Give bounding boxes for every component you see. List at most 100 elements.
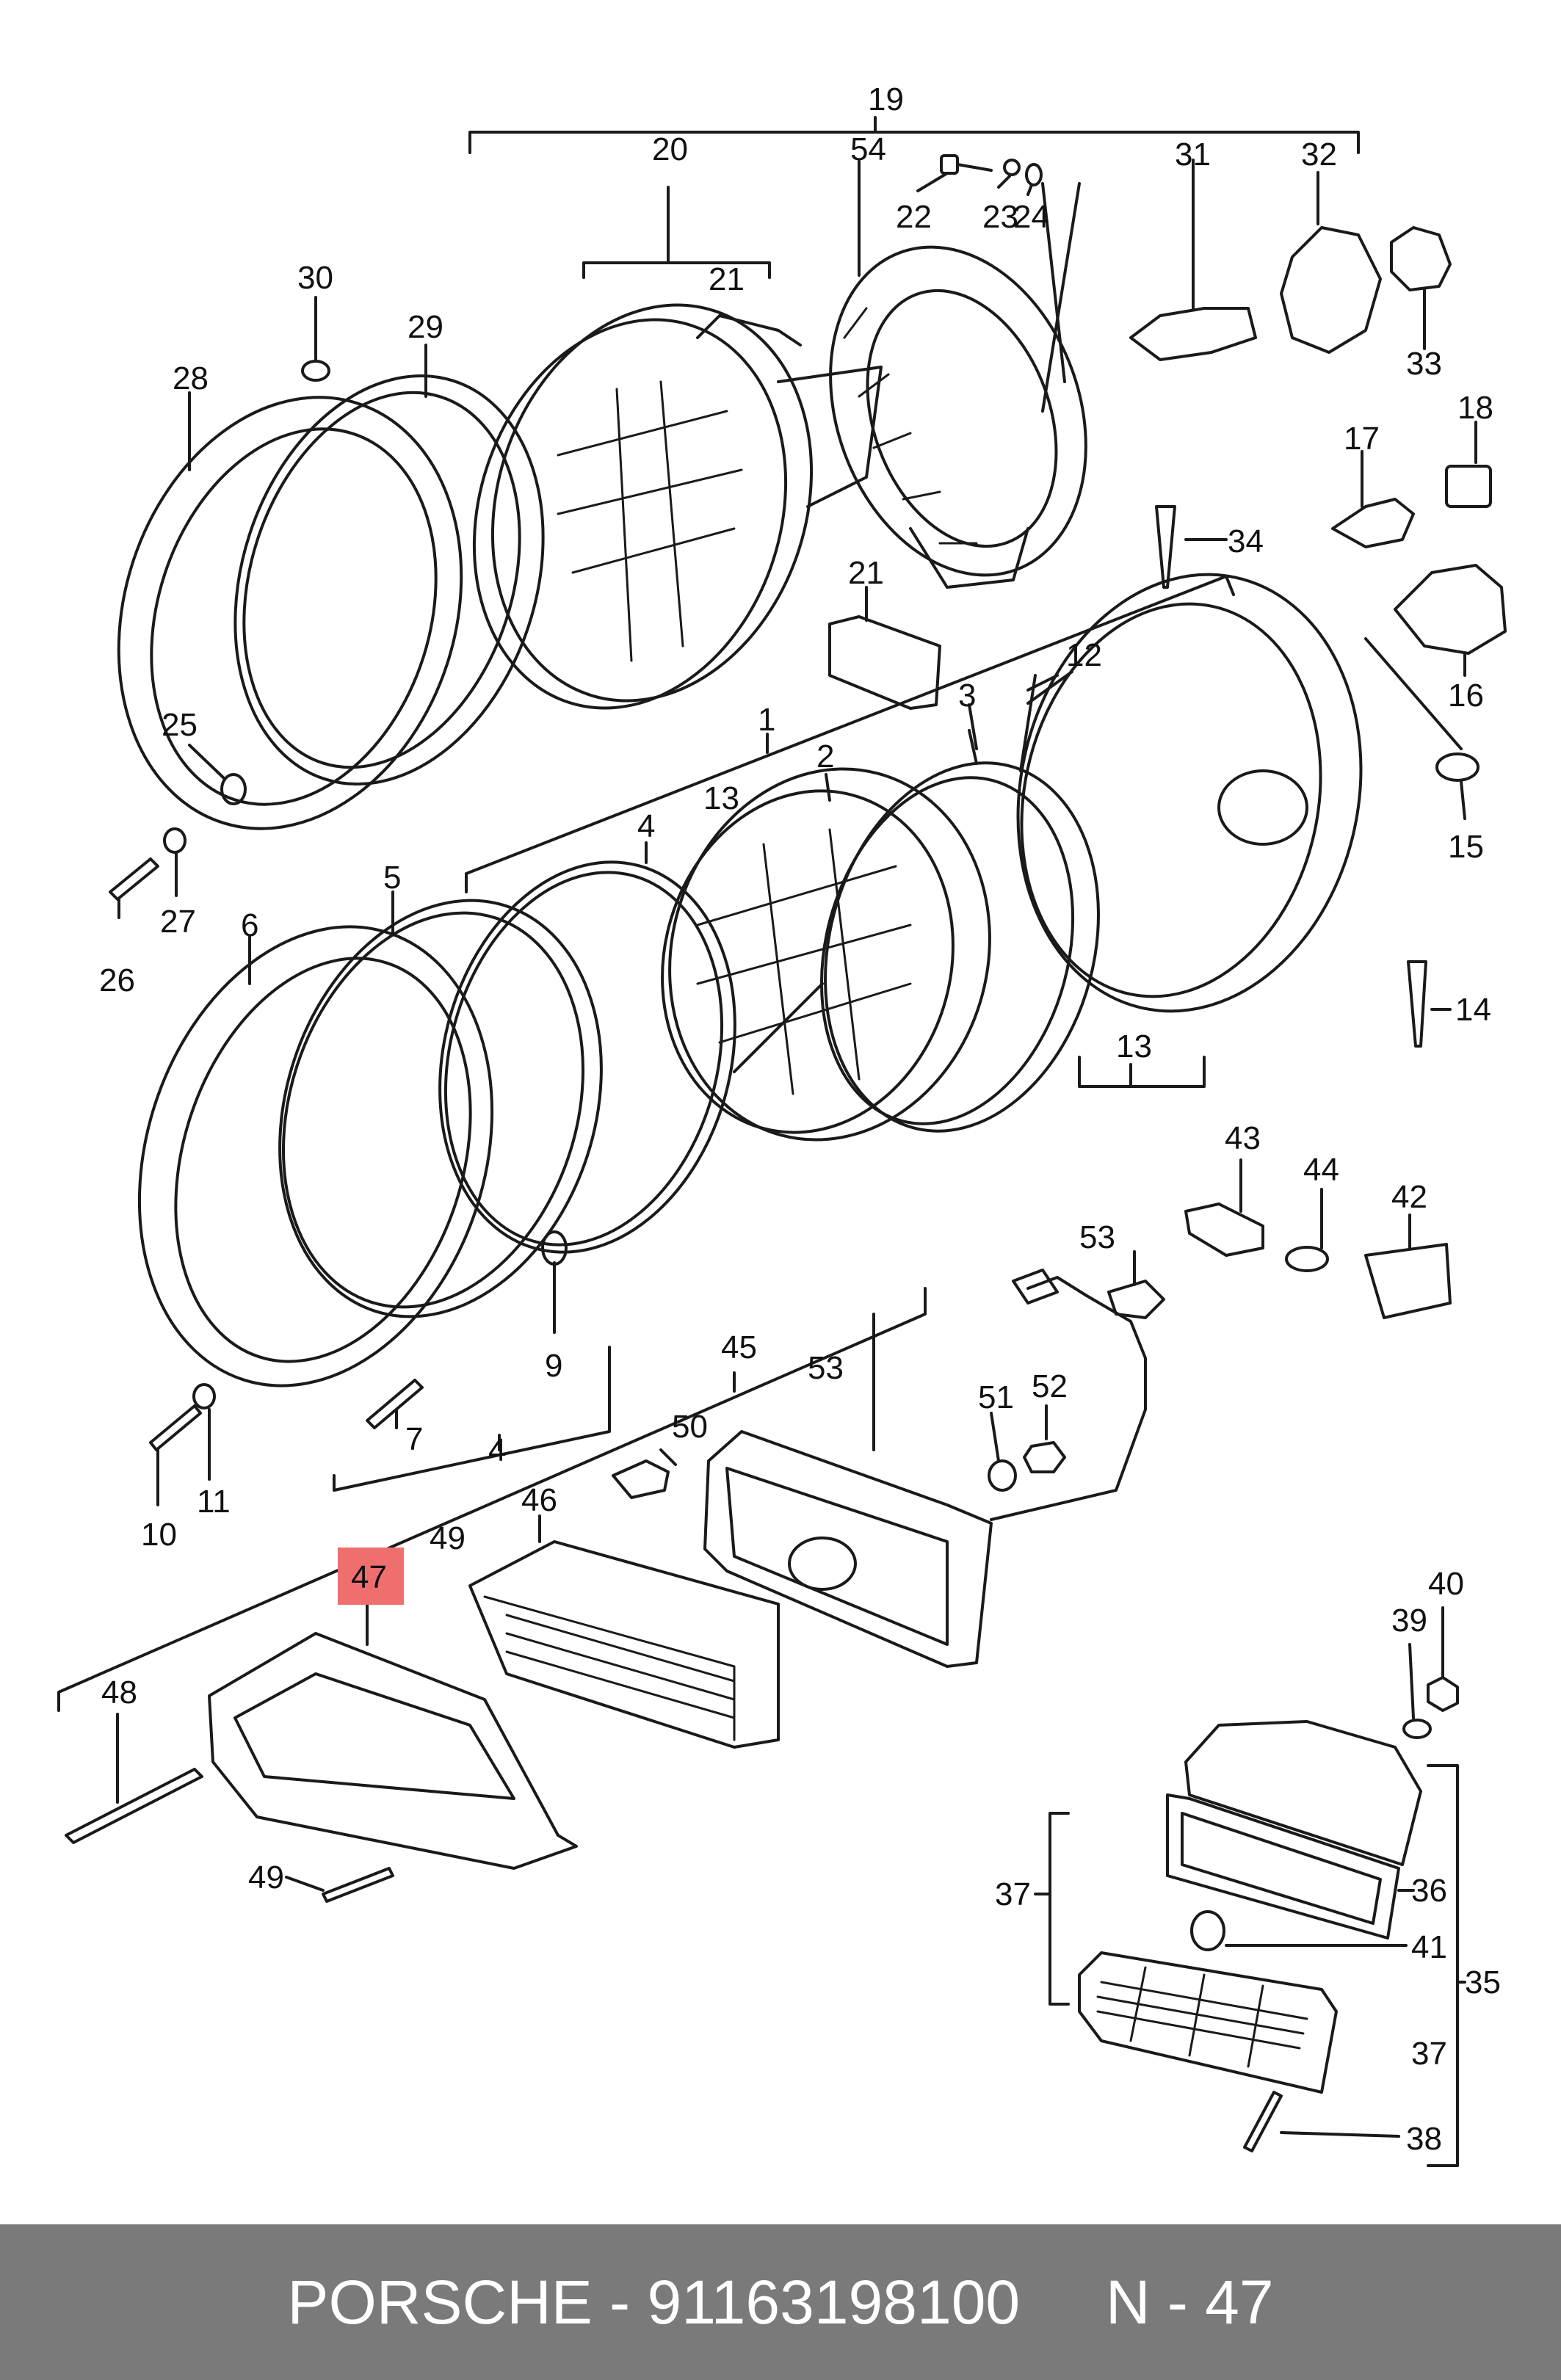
headlamp-housing bbox=[968, 573, 1363, 1088]
label-45: 45 bbox=[721, 1329, 757, 1365]
bulb-15 bbox=[1435, 752, 1479, 820]
sealed-beam-2 bbox=[661, 767, 991, 1142]
label-15: 15 bbox=[1448, 829, 1484, 865]
bracket-45 bbox=[57, 1287, 927, 1712]
label-2: 2 bbox=[816, 739, 834, 774]
label-27: 27 bbox=[160, 904, 196, 940]
grommet-9 bbox=[541, 1230, 568, 1334]
part-labels: 19 20 21 54 22 23 24 31 32 33 30 29 28 1… bbox=[99, 81, 1501, 2157]
trim-ring-6 bbox=[137, 925, 494, 1387]
socket-16 bbox=[1364, 564, 1507, 750]
washer-24 bbox=[1025, 163, 1043, 196]
label-51: 51 bbox=[978, 1379, 1014, 1415]
wiring-harness bbox=[990, 1269, 1147, 1521]
socket-32 bbox=[1280, 171, 1382, 354]
screw-10 bbox=[149, 1404, 202, 1506]
label-9: 9 bbox=[545, 1348, 562, 1384]
highlight-box bbox=[338, 1548, 404, 1605]
label-53b: 53 bbox=[808, 1350, 844, 1386]
trim-ring-28 bbox=[117, 391, 463, 830]
washer-23 bbox=[997, 159, 1021, 189]
bracket-37 bbox=[1034, 1812, 1070, 2006]
label-6: 6 bbox=[241, 907, 258, 943]
label-25: 25 bbox=[162, 707, 198, 743]
label-20: 20 bbox=[652, 131, 688, 167]
bolt-48 bbox=[65, 1713, 203, 1844]
bracket-19 bbox=[468, 116, 1360, 154]
label-1: 1 bbox=[758, 702, 775, 738]
seal-5 bbox=[278, 890, 603, 1318]
nut-52 bbox=[1023, 1404, 1066, 1473]
label-39: 39 bbox=[1391, 1603, 1427, 1639]
label-12: 12 bbox=[1066, 637, 1102, 673]
label-21: 21 bbox=[709, 261, 745, 297]
bulb-holder-53 bbox=[1107, 1250, 1165, 1319]
label-13b: 13 bbox=[1116, 1028, 1152, 1064]
washer-11 bbox=[192, 1383, 216, 1481]
label-41: 41 bbox=[1411, 1929, 1447, 1965]
label-35: 35 bbox=[1465, 1964, 1501, 2000]
seal-3 bbox=[819, 729, 1100, 1133]
lens-42 bbox=[1364, 1213, 1452, 1319]
seal-29 bbox=[233, 344, 545, 786]
bracket-35 bbox=[1427, 1764, 1466, 2167]
label-40: 40 bbox=[1428, 1566, 1464, 1602]
screw-38 bbox=[1243, 2091, 1400, 2152]
bracket-4 bbox=[333, 1346, 611, 1492]
caption-bar: PORSCHE - 91163198100 N - 47 bbox=[0, 2224, 1561, 2380]
connector-43 bbox=[1184, 1158, 1264, 1257]
connector-21 bbox=[828, 586, 941, 710]
label-31: 31 bbox=[1175, 137, 1211, 173]
label-36: 36 bbox=[1411, 1873, 1447, 1909]
label-49b: 49 bbox=[248, 1860, 284, 1895]
bracket-1 bbox=[465, 575, 1235, 893]
bulb-31 bbox=[1129, 159, 1257, 361]
label-16: 16 bbox=[1448, 678, 1484, 714]
label-5: 5 bbox=[383, 860, 401, 896]
label-7: 7 bbox=[405, 1421, 423, 1457]
grommet-25 bbox=[188, 744, 247, 805]
socket-18 bbox=[1445, 421, 1492, 508]
label-4b: 4 bbox=[488, 1432, 506, 1468]
headlamp-insert bbox=[472, 186, 883, 710]
label-17: 17 bbox=[1344, 421, 1380, 457]
label-42: 42 bbox=[1391, 1179, 1427, 1215]
label-23: 23 bbox=[982, 199, 1018, 235]
label-48: 48 bbox=[101, 1675, 137, 1710]
washer-27 bbox=[163, 827, 186, 897]
label-33: 33 bbox=[1406, 346, 1442, 382]
label-21b: 21 bbox=[848, 555, 884, 591]
label-13: 13 bbox=[703, 780, 739, 816]
label-14: 14 bbox=[1455, 992, 1491, 1028]
fog-lamp-housing-53 bbox=[703, 1313, 993, 1668]
label-26: 26 bbox=[99, 962, 135, 998]
bulb-41 bbox=[1190, 1910, 1408, 1951]
label-24: 24 bbox=[1013, 199, 1049, 235]
stud-34 bbox=[1155, 505, 1228, 589]
label-50: 50 bbox=[672, 1409, 708, 1445]
bulb-44 bbox=[1285, 1188, 1329, 1272]
stud-14 bbox=[1407, 960, 1452, 1048]
label-34: 34 bbox=[1228, 523, 1264, 559]
screw-49 bbox=[285, 1867, 394, 1903]
label-47: 47 bbox=[351, 1559, 387, 1595]
label-52: 52 bbox=[1032, 1368, 1068, 1404]
adjusting-ring bbox=[829, 160, 1087, 589]
parts-diagram: 19 20 21 54 22 23 24 31 32 33 30 29 28 1… bbox=[57, 81, 1507, 2167]
label-32: 32 bbox=[1301, 137, 1337, 173]
label-3: 3 bbox=[958, 678, 976, 714]
screw-26 bbox=[109, 857, 159, 919]
label-43: 43 bbox=[1225, 1120, 1261, 1156]
label-38: 38 bbox=[1406, 2121, 1442, 2157]
label-49: 49 bbox=[430, 1520, 466, 1556]
fog-lamp-lens-46 bbox=[468, 1514, 780, 1749]
part-number-caption: PORSCHE - 91163198100 N - 47 bbox=[287, 2268, 1274, 2337]
label-37b: 37 bbox=[1411, 2036, 1447, 2072]
label-54: 54 bbox=[850, 131, 886, 167]
connector-33 bbox=[1390, 226, 1452, 350]
label-19: 19 bbox=[868, 81, 904, 117]
label-44: 44 bbox=[1303, 1152, 1339, 1188]
bulb-50 bbox=[612, 1448, 677, 1499]
label-4: 4 bbox=[637, 808, 655, 844]
washer-39 bbox=[1402, 1643, 1432, 1739]
